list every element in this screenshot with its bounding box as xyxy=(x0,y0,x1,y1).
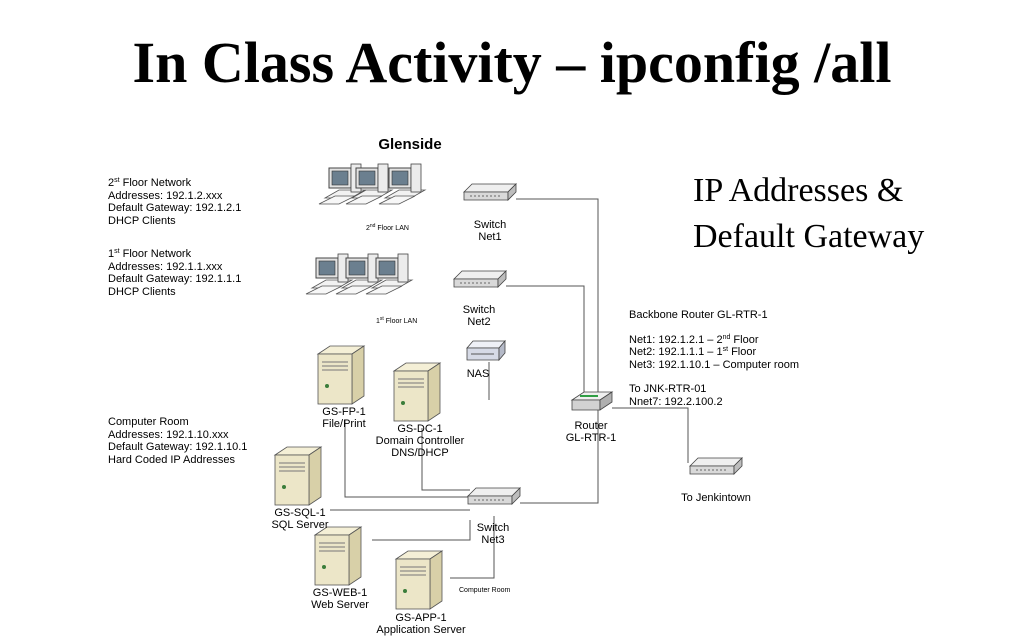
link-net1-router xyxy=(516,198,599,398)
floor2-network-info: 2st Floor Network Addresses: 192.1.2.xxx… xyxy=(108,177,241,227)
link-router-jenkintown xyxy=(612,407,689,463)
server-fp-icon xyxy=(317,345,365,405)
server-web-icon xyxy=(314,526,362,586)
backbone-nnet7: Nnet7: 192.2.100.2 xyxy=(629,395,723,408)
link-router-net3 xyxy=(520,410,599,504)
computer-room-mode: Hard Coded IP Addresses xyxy=(108,453,235,466)
floor1-gateway: Default Gateway: 192.1.1.1 xyxy=(108,273,242,285)
lan-label-floor2: 2nd Floor LAN xyxy=(366,223,409,232)
floor2-mode: DHCP Clients xyxy=(108,214,176,227)
link-dc-net3 xyxy=(421,428,470,491)
jenkintown-label: To Jenkintown xyxy=(681,492,751,504)
link-fp-net3 xyxy=(344,420,470,498)
floor2-gateway: Default Gateway: 192.1.2.1 xyxy=(108,202,242,214)
link-net3-app xyxy=(450,516,495,579)
subtitle-line-2: Default Gateway xyxy=(693,218,925,255)
floor2-pc-group xyxy=(318,163,426,205)
floor1-mode: DHCP Clients xyxy=(108,285,176,298)
switch-net3-icon xyxy=(467,487,521,505)
switch-net2-icon xyxy=(453,270,507,288)
floor2-network-title: 2st Floor Network xyxy=(108,177,192,189)
floor1-pc-group xyxy=(305,253,413,295)
server-dc-icon xyxy=(393,362,441,422)
subtitle-line-1: IP Addresses & xyxy=(693,172,904,209)
backbone-net1: Net1: 192.1.2.1 – 2nd Floor xyxy=(629,333,759,346)
floor2-addresses: Addresses: 192.1.2.xxx xyxy=(108,189,223,202)
server-sql-icon xyxy=(274,446,322,506)
nas-icon xyxy=(466,339,506,362)
jenkintown-switch-icon xyxy=(689,457,743,475)
computer-room-title: Computer Room xyxy=(108,416,189,428)
lan-label-computer-room: Computer Room xyxy=(459,587,511,594)
nas-label: NAS xyxy=(467,368,490,380)
router-icon xyxy=(570,391,614,411)
slide-subtitle: IP Addresses & Default Gateway xyxy=(693,168,1023,260)
computer-room-gateway: Default Gateway: 192.1.10.1 xyxy=(108,441,248,453)
slide-title: In Class Activity – ipconfig /all xyxy=(132,30,892,95)
computer-room-network-info: Computer Room Addresses: 192.1.10.xxx De… xyxy=(108,416,247,466)
backbone-to: To JNK-RTR-01 xyxy=(629,383,707,395)
floor1-network-info: 1st Floor Network Addresses: 192.1.1.xxx… xyxy=(108,248,241,298)
backbone-net2: Net2: 192.1.1.1 – 1st Floor xyxy=(629,346,757,358)
network-links xyxy=(330,198,689,579)
backbone-net3: Net3: 192.1.10.1 – Computer room xyxy=(629,358,799,371)
server-app-icon xyxy=(395,550,443,610)
floor1-network-title: 1st Floor Network xyxy=(108,248,192,260)
backbone-spacer-2 xyxy=(629,371,799,383)
lan-label-floor1: 1st Floor LAN xyxy=(376,316,417,325)
link-net2-router xyxy=(506,285,585,398)
link-net3-web xyxy=(372,520,471,541)
floor1-addresses: Addresses: 192.1.1.xxx xyxy=(108,260,223,273)
computer-room-addresses: Addresses: 192.1.10.xxx xyxy=(108,428,229,441)
backbone-title: Backbone Router GL-RTR-1 xyxy=(629,309,768,321)
site-name: Glenside xyxy=(378,136,441,153)
switch-net1-icon xyxy=(463,183,517,201)
backbone-router-info: Backbone Router GL-RTR-1 Net1: 192.1.2.1… xyxy=(629,309,799,408)
backbone-spacer xyxy=(629,322,799,334)
